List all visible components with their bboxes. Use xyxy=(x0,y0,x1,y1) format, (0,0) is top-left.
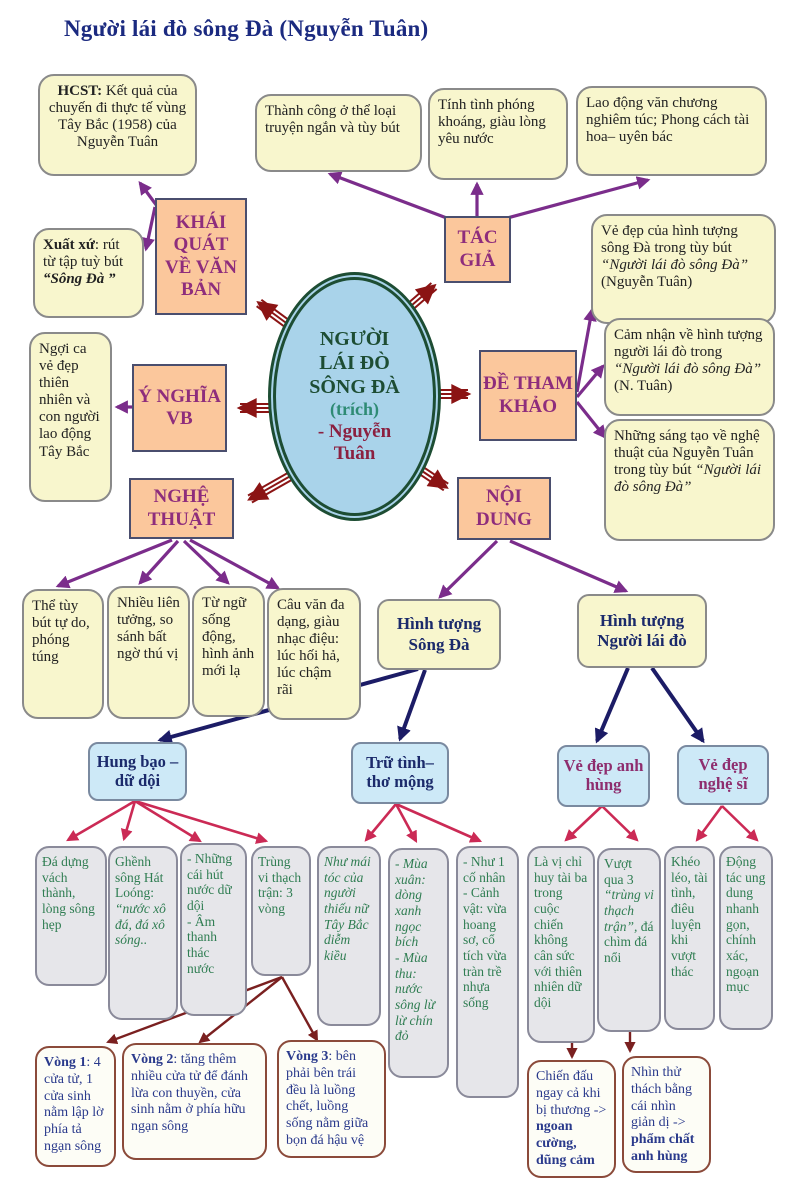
aspect-tru-tinh: Trữ tình– thơ mộng xyxy=(351,742,449,804)
nghe-thuat-item-1: Thể tùy bút tự do, phóng túng xyxy=(22,589,104,719)
branch-nghe-thuat: NGHỆ THUẬT xyxy=(129,478,234,539)
note-hcst-text: Kết quả của chuyến đi thực tế vùng Tây B… xyxy=(48,83,187,151)
de-item-2: Cảm nhận về hình tượng người lái đò tron… xyxy=(604,318,775,416)
de-item-3-text: Những sáng tạo về nghệ thuật của Nguyễn … xyxy=(614,428,760,479)
branch-khai-quat: KHÁI QUÁT VỀ VĂN BẢN xyxy=(155,198,247,315)
detail-9-text: Vượt qua 3 xyxy=(604,856,634,887)
de-item-1-tail: (Nguyễn Tuân) xyxy=(601,274,693,291)
note-ngoi-ca: Ngợi ca vẻ đẹp thiên nhiên và con người … xyxy=(29,332,112,502)
aspect-anh-hung: Vẻ đẹp anh hùng xyxy=(557,745,650,807)
noi-dung-song-da: Hình tượng Sông Đà xyxy=(377,599,501,670)
nghe-thuat-item-3: Từ ngữ sống động, hình ảnh mới lạ xyxy=(192,586,265,717)
note-tinh-tinh: Tính tình phóng khoáng, giàu lòng yêu nư… xyxy=(428,88,568,180)
aspect-nghe-si: Vẻ đẹp nghệ sĩ xyxy=(677,745,769,805)
center-topic: NGƯỜI LÁI ĐÒ SÔNG ĐÀ (trích) - Nguyễn Tu… xyxy=(268,272,441,521)
de-item-1-title: “Người lái đò sông Đà” xyxy=(601,257,749,274)
detail-8: Là vị chỉ huy tài ba trong cuộc chiến kh… xyxy=(527,846,595,1043)
round-1-lead: Vòng 1 xyxy=(44,1055,87,1070)
note-xuat-xu-lead: Xuất xứ xyxy=(43,237,95,253)
note-xuat-xu: Xuất xứ: rút từ tập tuỳ bút “Sông Đà ” xyxy=(33,228,144,318)
detail-10: Khéo léo, tài tình, điêu luyện khi vượt … xyxy=(664,846,715,1030)
note-xuat-xu-source: “Sông Đà ” xyxy=(43,271,116,288)
de-item-2-title: “Người lái đò sông Đà” xyxy=(614,361,762,378)
detail-11: Động tác ung dung nhanh gọn, chính xác, … xyxy=(719,846,773,1030)
conclusion-2: Nhìn thử thách bằng cái nhìn giản dị -> … xyxy=(622,1056,711,1173)
round-1-text: : 4 cửa tử, 1 cửa sinh nằm lập lờ phía t… xyxy=(44,1055,104,1154)
round-2-lead: Vòng 2 xyxy=(131,1052,174,1067)
note-xuat-xu-text: : rút từ tập tuỳ bút xyxy=(43,237,124,271)
nghe-thuat-item-4: Câu văn đa dạng, giàu nhạc điệu: lúc hối… xyxy=(267,588,361,720)
round-1: Vòng 1: 4 cửa tử, 1 cửa sinh nằm lập lờ … xyxy=(35,1046,116,1167)
detail-2-text: Ghềnh sông Hát Loóng: xyxy=(115,854,164,901)
conclusion-2-text: Nhìn thử thách bằng cái nhìn giản dị -> xyxy=(631,1065,693,1131)
center-topic-author: - Nguyễn Tuân xyxy=(317,420,392,465)
center-topic-subtitle: (trích) xyxy=(330,398,379,419)
conclusion-2-strong: phẩm chất anh hùng xyxy=(631,1132,695,1164)
note-thanh-cong: Thành công ở thể loại truyện ngắn và tùy… xyxy=(255,94,422,172)
de-item-3: Những sáng tạo về nghệ thuật của Nguyễn … xyxy=(604,419,775,541)
noi-dung-nguoi-lai-do: Hình tượng Người lái đò xyxy=(577,594,707,668)
note-lao-dong: Lao động văn chương nghiêm túc; Phong cá… xyxy=(576,86,767,176)
detail-3: - Những cái hút nước dữ dội - Âm thanh t… xyxy=(180,843,247,1016)
de-item-2-text: Cảm nhận về hình tượng người lái đò tron… xyxy=(614,327,763,361)
detail-9-quote: “trùng vi thạch trận”, xyxy=(604,887,654,934)
aspect-hung-bao: Hung bạo – dữ dội xyxy=(88,742,187,801)
de-item-2-tail: (N. Tuân) xyxy=(614,378,673,395)
detail-2-quote: “nước xô đá, đá xô sóng.. xyxy=(115,900,166,948)
round-3: Vòng 3: bên phải bên trái đều là luồng c… xyxy=(277,1040,386,1158)
branch-noi-dung: NỘI DUNG xyxy=(457,477,551,540)
note-hcst-lead: HCST: xyxy=(57,83,103,99)
de-item-3-title: “Người lái đò sông Đà” xyxy=(614,462,762,496)
round-2-text: : tăng thêm nhiều cửa tử để đánh lừa con… xyxy=(131,1052,249,1135)
branch-tac-gia: TÁC GIẢ xyxy=(444,216,511,283)
round-3-lead: Vòng 3 xyxy=(286,1049,329,1064)
page-title: Người lái đò sông Đà (Nguyễn Tuân) xyxy=(64,16,429,41)
detail-7: - Như 1 cố nhân - Cảnh vật: vừa hoang sơ… xyxy=(456,846,519,1098)
note-hcst: HCST: Kết quả của chuyến đi thực tế vùng… xyxy=(38,74,197,176)
round-2: Vòng 2: tăng thêm nhiều cửa tử để đánh l… xyxy=(122,1043,267,1160)
de-item-1-text: Vẻ đẹp của hình tượng sông Đà trong tùy … xyxy=(601,223,738,257)
conclusion-1-strong: ngoan cường, dũng cảm xyxy=(536,1119,595,1168)
detail-1: Đá dựng vách thành, lòng sông hẹp xyxy=(35,846,107,986)
detail-6: - Mùa xuân: dòng xanh ngọc bích - Mùa th… xyxy=(388,848,449,1078)
detail-9: Vượt qua 3 “trùng vi thạch trận”, đá chì… xyxy=(597,848,661,1032)
de-item-1: Vẻ đẹp của hình tượng sông Đà trong tùy … xyxy=(591,214,776,324)
detail-9-tail: đá chìm đá nổi xyxy=(604,918,654,965)
detail-5: Như mái tóc của người thiếu nữ Tây Bắc d… xyxy=(317,846,381,1026)
detail-2: Ghềnh sông Hát Loóng: “nước xô đá, đá xô… xyxy=(108,846,178,1020)
nghe-thuat-item-2: Nhiều liên tưởng, so sánh bất ngờ thú vị xyxy=(107,586,190,719)
conclusion-1: Chiến đấu ngay cả khi bị thương -> ngoan… xyxy=(527,1060,616,1178)
conclusion-1-text: Chiến đấu ngay cả khi bị thương -> xyxy=(536,1069,607,1118)
branch-y-nghia: Ý NGHĨA VB xyxy=(132,364,227,452)
center-topic-title: NGƯỜI LÁI ĐÒ SÔNG ĐÀ xyxy=(309,327,400,398)
branch-de-tham-khao: ĐỀ THAM KHẢO xyxy=(479,350,577,441)
round-3-text: : bên phải bên trái đều là luồng chết, l… xyxy=(286,1049,369,1148)
detail-4: Trùng vi thạch trận: 3 vòng xyxy=(251,846,311,976)
